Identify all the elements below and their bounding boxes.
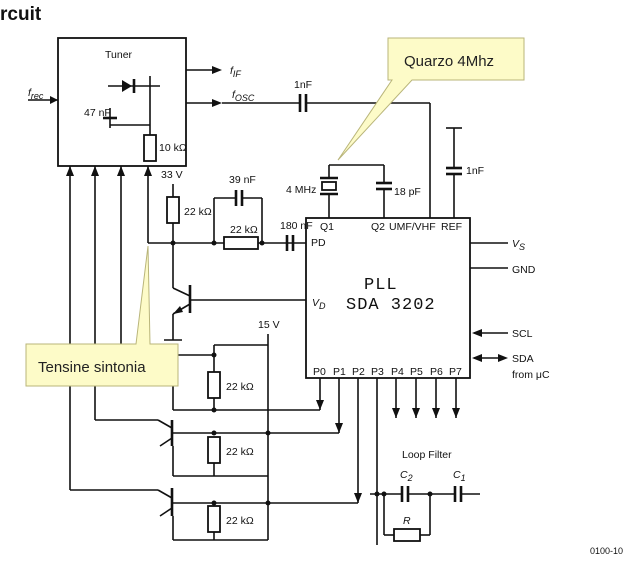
resistor-10k bbox=[143, 134, 157, 162]
callout-quarzo: Quarzo 4Mhz bbox=[337, 37, 525, 161]
fif-label: fIF bbox=[230, 65, 241, 79]
c18-label: 18 pF bbox=[394, 186, 421, 198]
c47-label: 47 nF bbox=[84, 107, 111, 119]
pin-p0: P0 bbox=[313, 366, 326, 378]
r22h-label: 22 kΩ bbox=[230, 224, 258, 236]
frec-label: frec bbox=[28, 87, 44, 101]
quartz-crystal bbox=[320, 164, 384, 218]
resistor-22k-v bbox=[166, 196, 180, 224]
fif-arrow bbox=[212, 66, 222, 74]
resistor-p1 bbox=[207, 436, 221, 464]
pin-sda: SDA bbox=[512, 353, 534, 365]
v15-label: 15 V bbox=[258, 319, 280, 331]
p1-transistor bbox=[95, 419, 339, 476]
pll-line2: SDA 3202 bbox=[346, 296, 436, 315]
pin-p6: P6 bbox=[430, 366, 443, 378]
resistor-22k-h bbox=[223, 236, 259, 250]
p2-transistor bbox=[70, 488, 358, 540]
from-uc-label: from μC bbox=[512, 369, 550, 381]
resistor-p0 bbox=[207, 371, 221, 399]
pll-chip bbox=[305, 217, 471, 379]
varactor-diode bbox=[108, 76, 160, 100]
pin-scl: SCL bbox=[512, 328, 533, 340]
loop-filter-label: Loop Filter bbox=[402, 449, 452, 461]
resistor-p2 bbox=[207, 505, 221, 533]
pin-q2: Q2 bbox=[371, 221, 385, 233]
c-top-label: 1nF bbox=[294, 79, 312, 91]
callout-tensione: Tensine sintonia bbox=[25, 245, 179, 387]
v33-label: 33 V bbox=[161, 169, 183, 181]
pin-p4: P4 bbox=[391, 366, 404, 378]
loop-filter-network bbox=[370, 486, 480, 542]
r22v-label: 22 kΩ bbox=[184, 206, 212, 218]
fosc-label: fOSC bbox=[232, 89, 255, 103]
pin-vd: VD bbox=[312, 297, 326, 311]
callout-tensione-text: Tensine sintonia bbox=[38, 359, 146, 376]
pin-p3: P3 bbox=[371, 366, 384, 378]
rp1-label: 22 kΩ bbox=[226, 446, 254, 458]
callout-quarzo-text: Quarzo 4Mhz bbox=[404, 53, 494, 70]
r10k-label: 10 kΩ bbox=[159, 142, 187, 154]
vd-transistor bbox=[164, 243, 306, 341]
quartz-label: 4 MHz bbox=[286, 184, 316, 196]
footer-code: 0100-10 bbox=[590, 546, 623, 556]
r-label: R bbox=[403, 515, 411, 527]
pll-bottom-pins: P0 P1 P2 P3 P4 P5 P6 P7 bbox=[313, 366, 462, 378]
tuner-box bbox=[57, 37, 187, 167]
pin-q1: Q1 bbox=[320, 221, 334, 233]
pin-pd: PD bbox=[311, 237, 326, 249]
pin-p7: P7 bbox=[449, 366, 462, 378]
header-title: rcuit bbox=[0, 4, 42, 25]
c-ref-label: 1nF bbox=[466, 165, 484, 177]
pin-p1: P1 bbox=[333, 366, 346, 378]
pin-ref: REF bbox=[441, 221, 462, 233]
pin-p5: P5 bbox=[410, 366, 423, 378]
tuner-title: Tuner bbox=[105, 49, 133, 61]
pin-gnd: GND bbox=[512, 264, 536, 276]
c180-label: 180 nF bbox=[280, 220, 313, 232]
c39-label: 39 nF bbox=[229, 174, 256, 186]
capacitor-47nf bbox=[103, 100, 151, 135]
pin-p2: P2 bbox=[352, 366, 365, 378]
c1-label: C1 bbox=[453, 469, 466, 483]
pin-vs: VS bbox=[512, 238, 525, 252]
c2-label: C2 bbox=[400, 469, 413, 483]
rp2-label: 22 kΩ bbox=[226, 515, 254, 527]
pin-umf: UMF/VHF bbox=[389, 221, 436, 233]
pll-line1: PLL bbox=[364, 276, 398, 295]
rp0-label: 22 kΩ bbox=[226, 381, 254, 393]
